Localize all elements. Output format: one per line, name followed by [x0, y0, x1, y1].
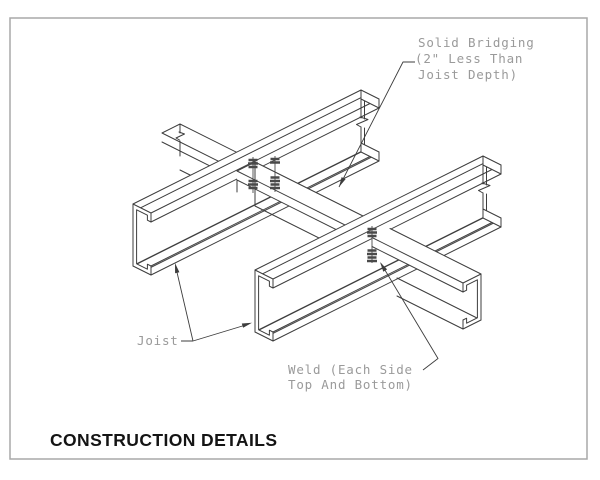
sheet-border	[9, 17, 588, 460]
leader-solid-bridging	[338, 61, 415, 188]
arrowhead	[380, 262, 388, 272]
solid-bridging-label-line2: (2" Less Than	[415, 51, 523, 66]
joist-label: Joist	[137, 333, 179, 348]
bridging-front-stub	[371, 228, 482, 331]
weld-joint-front-joist	[367, 226, 377, 263]
solid-bridging-label-line3: Joist Depth)	[418, 67, 518, 82]
weld-joint-front-side	[270, 156, 280, 192]
solid-bridging-label-line1: Solid Bridging	[418, 35, 535, 50]
arrowhead	[339, 177, 346, 187]
weld-symbols	[248, 156, 377, 263]
page-title: CONSTRUCTION DETAILS	[50, 430, 277, 450]
weld-label-line1: Weld (Each Side	[288, 362, 413, 377]
arrowhead	[241, 322, 252, 328]
weld-label-line2: Top And Bottom)	[288, 377, 413, 392]
leader-lines	[175, 61, 439, 371]
annotations: Solid Bridging (2" Less Than Joist Depth…	[137, 35, 535, 392]
weld-joint-rear-side	[248, 157, 258, 193]
break-symbol	[175, 131, 185, 141]
leader-joist	[175, 263, 252, 342]
arrowhead	[175, 263, 180, 274]
leader-weld	[380, 262, 439, 371]
